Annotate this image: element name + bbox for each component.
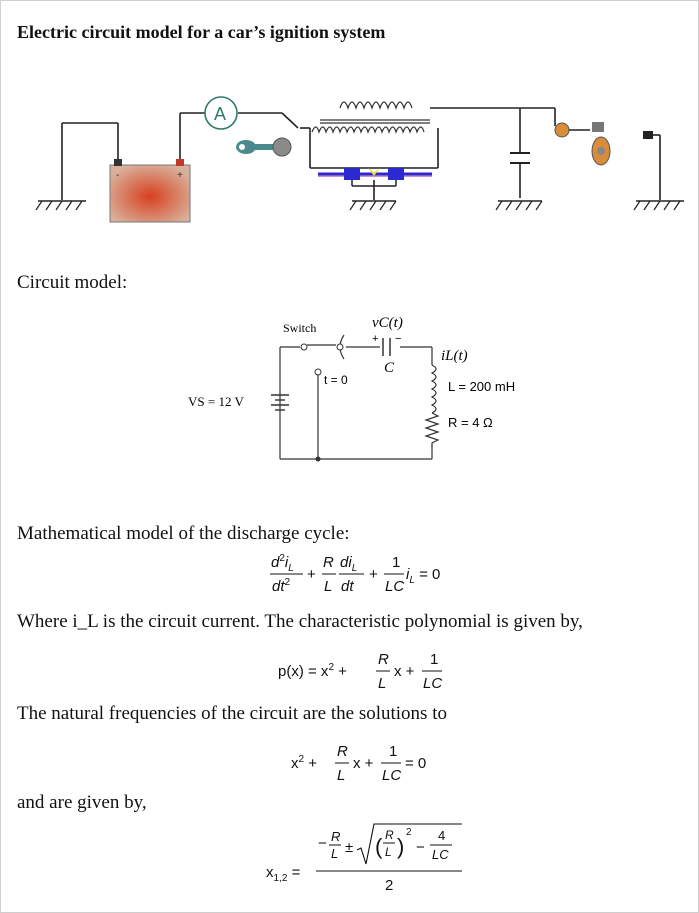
differential-equation: d2iL dt2 + R L diL dt + 1 LC iL = 0 — [270, 553, 440, 595]
svg-text:LC: LC — [432, 847, 449, 862]
ammeter-icon: A — [204, 96, 238, 130]
il-label: iL(t) — [441, 348, 468, 364]
circuit-model-heading: Circuit model: — [17, 272, 128, 293]
battery-minus-label: - — [116, 170, 119, 181]
cap-plus-label: + — [372, 333, 378, 345]
ignition-system-figure: - + A — [35, 96, 684, 223]
svg-text:dt2: dt2 — [272, 577, 291, 595]
quadratic-formula: x1,2 = − R L ± ( R L ) 2 − 4 LC 2 — [266, 823, 462, 894]
battery-plus-label: + — [177, 170, 183, 181]
svg-text:LC: LC — [382, 767, 401, 784]
resistor-label: R = 4 Ω — [448, 415, 493, 430]
ignition-coil-icon — [311, 101, 430, 134]
resistor-symbol — [424, 412, 440, 447]
svg-text:L: L — [337, 767, 345, 784]
cap-minus-label: − — [395, 333, 401, 345]
svg-text:−: − — [318, 835, 327, 852]
cap-label: C — [384, 360, 395, 376]
svg-text:R: R — [323, 554, 334, 571]
switch-label: Switch — [283, 321, 316, 335]
svg-text:R: R — [378, 651, 389, 668]
svg-text:p(x) = x2 +: p(x) = x2 + — [278, 662, 347, 680]
page-title: Electric circuit model for a car’s ignit… — [17, 22, 386, 42]
ammeter-label: A — [214, 104, 226, 124]
svg-text:1: 1 — [392, 554, 400, 571]
svg-text:L: L — [331, 846, 338, 861]
inductor-label: L = 200 mH — [448, 379, 515, 394]
svg-text:R: R — [337, 743, 348, 760]
svg-text:diL: diL — [340, 554, 357, 574]
svg-text:): ) — [397, 834, 404, 859]
svg-text:2: 2 — [406, 827, 412, 838]
source-label: VS = 12 V — [188, 394, 244, 409]
svg-text:x +: x + — [353, 755, 374, 772]
svg-text:dt: dt — [341, 578, 354, 595]
svg-text:x1,2 =: x1,2 = — [266, 864, 301, 884]
svg-text:LC: LC — [423, 675, 442, 692]
math-section-heading: Mathematical model of the discharge cycl… — [17, 523, 350, 544]
svg-text:1: 1 — [430, 651, 438, 668]
svg-text:d2iL: d2iL — [271, 553, 294, 574]
t0-label: t = 0 — [324, 373, 348, 387]
ground-hatch-icon — [35, 200, 681, 211]
characteristic-equation: x2 + R L x + 1 LC = 0 — [291, 743, 426, 784]
svg-text:LC: LC — [385, 578, 404, 595]
where-text: Where i_L is the circuit current. The ch… — [17, 611, 583, 632]
svg-text:L: L — [378, 675, 386, 692]
spark-plug-icon — [554, 122, 653, 166]
svg-text:±: ± — [345, 839, 353, 856]
svg-text:L: L — [324, 578, 332, 595]
vc-label: vC(t) — [372, 315, 403, 331]
svg-text:2: 2 — [385, 877, 393, 894]
svg-text:x +: x + — [394, 663, 415, 680]
natural-frequency-text: The natural frequencies of the circuit a… — [17, 703, 447, 724]
svg-text:x2 +: x2 + — [291, 754, 317, 772]
voltage-source-symbol — [271, 394, 289, 411]
inductor-symbol — [430, 364, 437, 414]
breaker-points-icon — [318, 168, 432, 187]
svg-text:(: ( — [375, 834, 383, 859]
svg-text:+: + — [369, 566, 378, 583]
svg-text:1: 1 — [389, 743, 397, 760]
capacitor-symbol — [382, 338, 391, 356]
ignition-key-icon — [236, 137, 292, 157]
characteristic-polynomial: p(x) = x2 + R L x + 1 LC — [278, 651, 442, 692]
svg-text:= 0: = 0 — [405, 755, 426, 772]
svg-text:R: R — [331, 829, 340, 844]
given-by-text: and are given by, — [17, 792, 147, 813]
capacitor-icon — [510, 152, 530, 164]
svg-text:iL = 0: iL = 0 — [406, 566, 440, 586]
svg-text:4: 4 — [438, 828, 445, 843]
circuit-schematic: Switch vC(t) + − C t = 0 VS = 12 V iL(t)… — [188, 315, 515, 462]
svg-text:L: L — [385, 845, 392, 859]
battery-icon: - + — [109, 159, 191, 223]
svg-text:R: R — [385, 828, 394, 842]
svg-text:−: − — [416, 839, 425, 856]
svg-text:+: + — [307, 566, 316, 583]
